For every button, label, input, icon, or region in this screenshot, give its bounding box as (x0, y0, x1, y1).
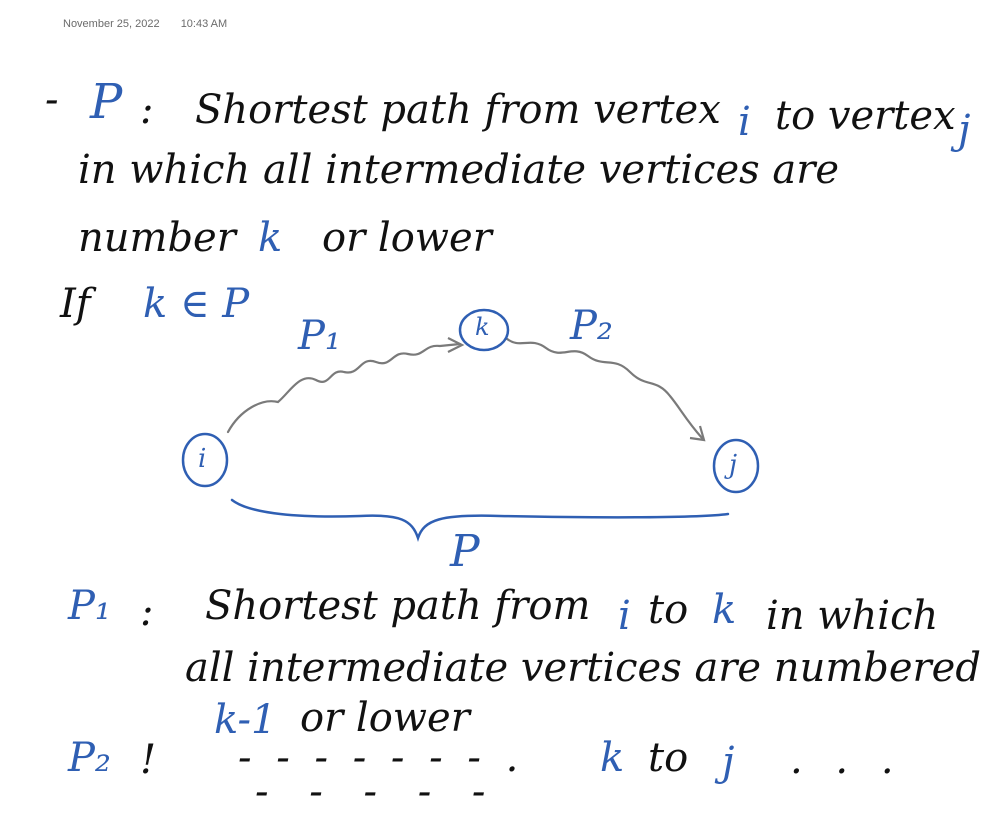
p1-def-k-minus-1: k-1 (214, 697, 277, 743)
note-time: 10:43 AM (180, 18, 228, 30)
p2-def-label: P₂ (68, 735, 111, 781)
node-k-label: k (475, 313, 490, 341)
label-p1: P₁ (298, 313, 341, 359)
line1-text: Shortest path from vertex (195, 87, 721, 133)
path-p1-squiggle (226, 342, 462, 434)
p1-def-text-b: in which (766, 593, 939, 639)
p2-def-colon: ! (140, 737, 157, 783)
colon: : (140, 87, 154, 133)
vertex-j-label: j (958, 107, 971, 153)
if-label: If (60, 281, 91, 327)
p1-def-i: i (618, 593, 631, 639)
k-in-p-expression: k ∈ P (143, 281, 250, 327)
brace-p (230, 498, 730, 542)
line1-to: to vertex (775, 93, 956, 139)
p1-def-to: to (648, 587, 689, 633)
p2-def-k: k (600, 735, 625, 781)
p1-def-label: P₁ (68, 583, 111, 629)
node-i-circle (181, 432, 229, 488)
p2-def-to: to (648, 735, 689, 781)
note-date: November 25, 2022 (63, 18, 160, 30)
node-j-label: j (729, 450, 738, 480)
arrowhead-to-k (447, 337, 465, 353)
brace-label-p: P (450, 526, 480, 577)
p1-def-k: k (712, 587, 737, 633)
bullet-dash: - (45, 77, 59, 123)
node-k-circle (458, 308, 510, 352)
label-p2: P₂ (570, 303, 613, 349)
note-header: November 25, 2022 10:43 AM (63, 18, 245, 30)
arrowhead-to-j (689, 425, 706, 442)
vertex-i-label: i (738, 99, 751, 145)
line2-text: in which all intermediate vertices are (78, 147, 840, 193)
line3-rest: or lower (322, 215, 492, 261)
p2-def-dashes-c: - - - - - (255, 769, 500, 815)
path-p-symbol: P (90, 74, 123, 130)
node-i-label: i (198, 444, 207, 474)
p1-def-text-a: Shortest path from (205, 583, 591, 629)
p2-def-dashes-a: - - - - - - - . (238, 735, 525, 781)
p2-def-j: j (722, 739, 735, 785)
node-j-circle (712, 438, 760, 494)
p1-def-or-lower: or lower (300, 695, 470, 741)
p1-def-line2: all intermediate vertices are numbered (185, 645, 981, 691)
p2-def-dashes-b: . . . (790, 737, 904, 783)
line3-text: number (78, 215, 236, 261)
path-p2-squiggle (504, 336, 704, 440)
line3-k: k (258, 215, 283, 261)
p1-def-colon: : (140, 589, 154, 635)
